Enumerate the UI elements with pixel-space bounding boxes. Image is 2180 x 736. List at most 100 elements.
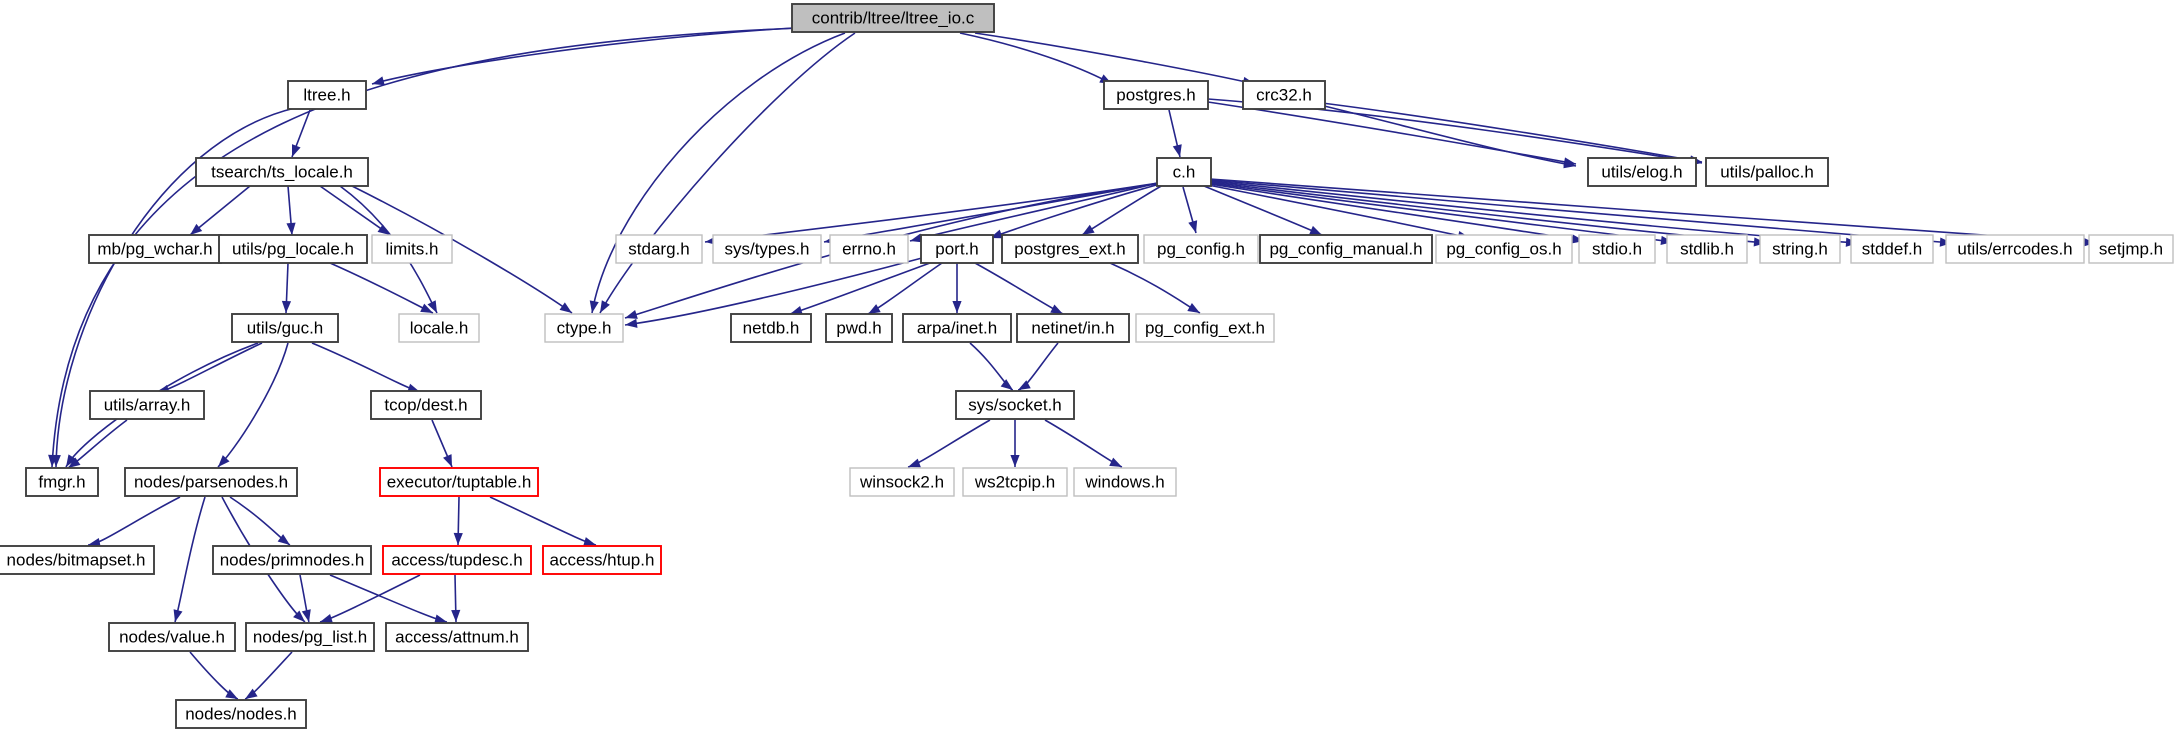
node-tsearch-ts-locale-h[interactable]: tsearch/ts_locale.h xyxy=(195,157,369,187)
node-postgres-ext-h[interactable]: postgres_ext.h xyxy=(1001,234,1139,264)
node-utils-elog-h[interactable]: utils/elog.h xyxy=(1587,157,1697,187)
node-nodes-pg-list-h[interactable]: nodes/pg_list.h xyxy=(245,622,375,652)
node-limits-h[interactable]: limits.h xyxy=(371,234,453,264)
node-stdlib-h[interactable]: stdlib.h xyxy=(1666,234,1748,264)
node-utils-errcodes-h[interactable]: utils/errcodes.h xyxy=(1945,234,2085,264)
node-rect[interactable] xyxy=(25,467,99,497)
node-rect[interactable] xyxy=(920,234,994,264)
node-rect[interactable] xyxy=(1016,313,1130,343)
node-pg-config-os-h[interactable]: pg_config_os.h xyxy=(1435,234,1573,264)
node-rect[interactable] xyxy=(175,699,307,729)
node-ltree-h[interactable]: ltree.h xyxy=(287,80,367,110)
node-pg-config-h[interactable]: pg_config.h xyxy=(1143,234,1259,264)
node-ws2tcpip-h[interactable]: ws2tcpip.h xyxy=(962,467,1068,497)
node-rect[interactable] xyxy=(849,467,955,497)
node-rect[interactable] xyxy=(825,313,893,343)
node-rect[interactable] xyxy=(124,467,298,497)
node-rect[interactable] xyxy=(1705,157,1829,187)
node-rect[interactable] xyxy=(1850,234,1934,264)
node-rect[interactable] xyxy=(398,313,480,343)
node-pg-config-ext-h[interactable]: pg_config_ext.h xyxy=(1135,313,1275,343)
node-nodes-primnodes-h[interactable]: nodes/primnodes.h xyxy=(212,545,372,575)
node-setjmp-h[interactable]: setjmp.h xyxy=(2088,234,2174,264)
node-utils-guc-h[interactable]: utils/guc.h xyxy=(231,313,339,343)
node-crc32-h[interactable]: crc32.h xyxy=(1242,80,1326,110)
node-mb-pg-wchar-h[interactable]: mb/pg_wchar.h xyxy=(88,234,222,264)
node-executor-tuptable-h[interactable]: executor/tuptable.h xyxy=(379,467,539,497)
node-rect[interactable] xyxy=(88,234,222,264)
node-rect[interactable] xyxy=(1587,157,1697,187)
node-locale-h[interactable]: locale.h xyxy=(398,313,480,343)
node-rect[interactable] xyxy=(287,80,367,110)
node-rect[interactable] xyxy=(89,390,205,420)
node-stdarg-h[interactable]: stdarg.h xyxy=(615,234,703,264)
node-winsock2-h[interactable]: winsock2.h xyxy=(849,467,955,497)
node-access-htup-h[interactable]: access/htup.h xyxy=(542,545,662,575)
node-access-tupdesc-h[interactable]: access/tupdesc.h xyxy=(382,545,532,575)
node-rect[interactable] xyxy=(1242,80,1326,110)
node-nodes-value-h[interactable]: nodes/value.h xyxy=(108,622,236,652)
node-rect[interactable] xyxy=(2088,234,2174,264)
node-rect[interactable] xyxy=(0,545,155,575)
node-rect[interactable] xyxy=(615,234,703,264)
node-c-h[interactable]: c.h xyxy=(1156,157,1212,187)
node-rect[interactable] xyxy=(108,622,236,652)
node-rect[interactable] xyxy=(1759,234,1841,264)
node-nodes-parsenodes-h[interactable]: nodes/parsenodes.h xyxy=(124,467,298,497)
node-pg-config-manual-h[interactable]: pg_config_manual.h xyxy=(1259,234,1433,264)
node-rect[interactable] xyxy=(829,234,909,264)
node-rect[interactable] xyxy=(1143,234,1259,264)
node-errno-h[interactable]: errno.h xyxy=(829,234,909,264)
node-rect[interactable] xyxy=(1001,234,1139,264)
node-nodes-bitmapset-h[interactable]: nodes/bitmapset.h xyxy=(0,545,155,575)
node-rect[interactable] xyxy=(1073,467,1177,497)
node-access-attnum-h[interactable]: access/attnum.h xyxy=(385,622,529,652)
node-port-h[interactable]: port.h xyxy=(920,234,994,264)
node-postgres-h[interactable]: postgres.h xyxy=(1103,80,1209,110)
node-rect[interactable] xyxy=(902,313,1012,343)
node-fmgr-h[interactable]: fmgr.h xyxy=(25,467,99,497)
node-rect[interactable] xyxy=(730,313,812,343)
node-rect[interactable] xyxy=(712,234,822,264)
node-rect[interactable] xyxy=(1156,157,1212,187)
node-rect[interactable] xyxy=(245,622,375,652)
node-contrib-ltree-ltree-io-c[interactable]: contrib/ltree/ltree_io.c xyxy=(791,3,995,33)
node-utils-array-h[interactable]: utils/array.h xyxy=(89,390,205,420)
node-rect[interactable] xyxy=(382,545,532,575)
node-rect[interactable] xyxy=(1135,313,1275,343)
node-rect[interactable] xyxy=(542,545,662,575)
node-sys-socket-h[interactable]: sys/socket.h xyxy=(955,390,1075,420)
node-rect[interactable] xyxy=(1578,234,1656,264)
node-rect[interactable] xyxy=(379,467,539,497)
node-rect[interactable] xyxy=(371,234,453,264)
node-rect[interactable] xyxy=(218,234,368,264)
node-stdio-h[interactable]: stdio.h xyxy=(1578,234,1656,264)
node-rect[interactable] xyxy=(1945,234,2085,264)
node-netdb-h[interactable]: netdb.h xyxy=(730,313,812,343)
node-rect[interactable] xyxy=(231,313,339,343)
node-pwd-h[interactable]: pwd.h xyxy=(825,313,893,343)
node-rect[interactable] xyxy=(955,390,1075,420)
node-rect[interactable] xyxy=(962,467,1068,497)
node-rect[interactable] xyxy=(1435,234,1573,264)
node-rect[interactable] xyxy=(791,3,995,33)
node-rect[interactable] xyxy=(1666,234,1748,264)
node-utils-palloc-h[interactable]: utils/palloc.h xyxy=(1705,157,1829,187)
node-rect[interactable] xyxy=(370,390,482,420)
node-windows-h[interactable]: windows.h xyxy=(1073,467,1177,497)
node-rect[interactable] xyxy=(1259,234,1433,264)
node-tcop-dest-h[interactable]: tcop/dest.h xyxy=(370,390,482,420)
node-rect[interactable] xyxy=(544,313,624,343)
node-stddef-h[interactable]: stddef.h xyxy=(1850,234,1934,264)
node-utils-pg-locale-h[interactable]: utils/pg_locale.h xyxy=(218,234,368,264)
node-arpa-inet-h[interactable]: arpa/inet.h xyxy=(902,313,1012,343)
node-rect[interactable] xyxy=(1103,80,1209,110)
node-rect[interactable] xyxy=(385,622,529,652)
node-rect[interactable] xyxy=(212,545,372,575)
node-sys-types-h[interactable]: sys/types.h xyxy=(712,234,822,264)
node-netinet-in-h[interactable]: netinet/in.h xyxy=(1016,313,1130,343)
node-rect[interactable] xyxy=(195,157,369,187)
node-string-h[interactable]: string.h xyxy=(1759,234,1841,264)
node-nodes-nodes-h[interactable]: nodes/nodes.h xyxy=(175,699,307,729)
node-ctype-h[interactable]: ctype.h xyxy=(544,313,624,343)
